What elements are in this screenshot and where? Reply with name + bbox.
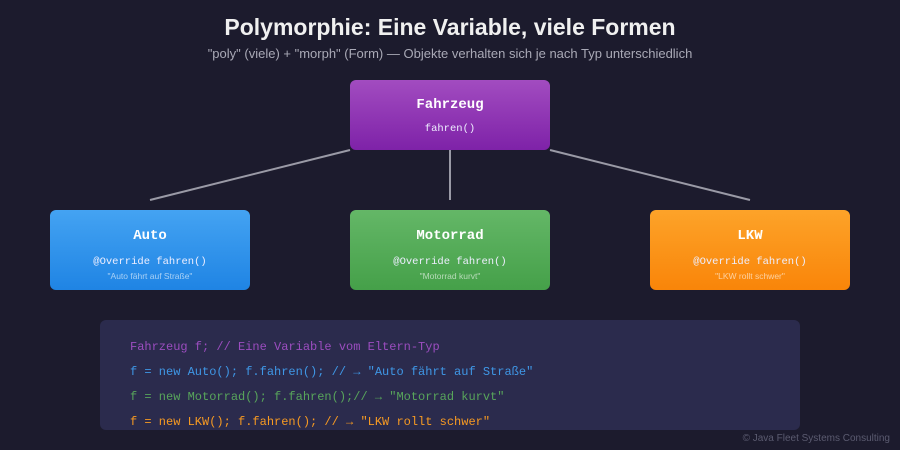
class-box-motorrad: Motorrad @Override fahren() "Motorrad ku… bbox=[350, 210, 550, 290]
code-line: f = new Motorrad(); f.fahren();// → "Mot… bbox=[130, 390, 505, 404]
class-box-auto: Auto @Override fahren() "Auto fährt auf … bbox=[50, 210, 250, 290]
class-method: @Override fahren() bbox=[393, 256, 507, 268]
code-example: Fahrzeug f; // Eine Variable vom Eltern-… bbox=[100, 320, 800, 430]
class-box-lkw: LKW @Override fahren() "LKW rollt schwer… bbox=[650, 210, 850, 290]
class-output: "Auto fährt auf Straße" bbox=[107, 271, 193, 281]
code-line: f = new Auto(); f.fahren(); // → "Auto f… bbox=[130, 365, 534, 379]
diagram-title: Polymorphie: Eine Variable, viele Formen bbox=[224, 14, 676, 40]
class-method: @Override fahren() bbox=[93, 256, 207, 268]
class-name: Auto bbox=[133, 228, 167, 244]
connector-auto bbox=[149, 149, 351, 201]
class-method: @Override fahren() bbox=[693, 256, 807, 268]
class-box-fahrzeug: Fahrzeug fahren() bbox=[350, 80, 550, 150]
class-name: Fahrzeug bbox=[416, 97, 484, 113]
class-name: LKW bbox=[737, 228, 763, 244]
connector-lkw bbox=[549, 149, 751, 201]
class-output: "LKW rollt schwer" bbox=[715, 271, 785, 281]
class-method: fahren() bbox=[424, 123, 476, 135]
class-name: Motorrad bbox=[416, 228, 484, 244]
code-line: Fahrzeug f; // Eine Variable vom Eltern-… bbox=[130, 340, 440, 354]
class-output: "Motorrad kurvt" bbox=[419, 271, 481, 281]
code-line: f = new LKW(); f.fahren(); // → "LKW rol… bbox=[130, 415, 491, 429]
diagram-subtitle: "poly" (viele) + "morph" (Form) — Objekt… bbox=[207, 46, 693, 61]
copyright-footer: © Java Fleet Systems Consulting bbox=[742, 433, 890, 444]
